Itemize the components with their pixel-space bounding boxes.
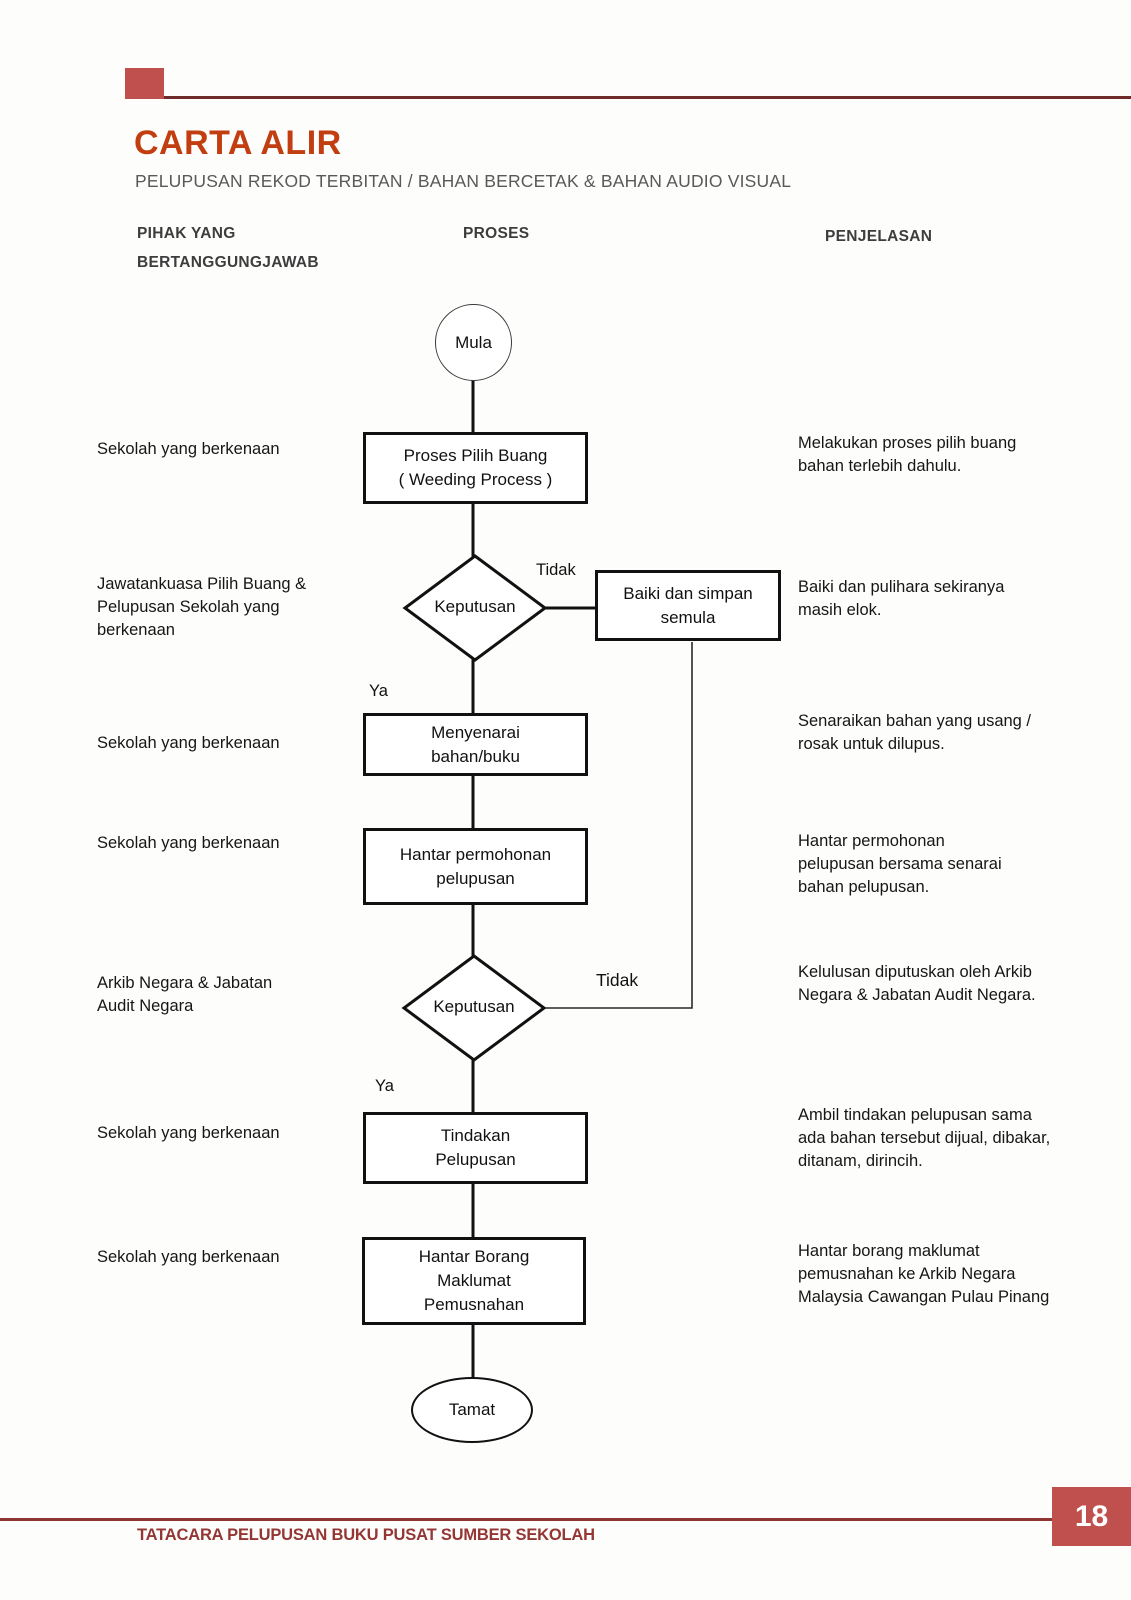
page-subtitle: PELUPUSAN REKOD TERBITAN / BAHAN BERCETA…: [135, 171, 792, 191]
flow-action-box: Tindakan Pelupusan: [363, 1112, 588, 1184]
flow-start-node: Mula: [435, 304, 512, 381]
footer-title: TATACARA PELUPUSAN BUKU PUSAT SUMBER SEK…: [137, 1526, 595, 1544]
column-header-responsible-line1: PIHAK YANG: [137, 225, 236, 242]
responsible-label: Arkib Negara & Jabatan Audit Negara: [97, 974, 273, 1015]
page-title: CARTA ALIR: [134, 124, 342, 162]
flow-decision1-label: Keputusan: [434, 597, 516, 616]
flow-end-node: Tamat: [411, 1377, 533, 1443]
connector-decision2-no-loop-to-repair: [544, 642, 693, 1009]
branch-label-yes-2: Ya: [375, 1077, 394, 1095]
responsible-label: Sekolah yang berkenaan: [97, 1124, 280, 1142]
flow-repair-box: Baiki dan simpan semula: [595, 570, 781, 641]
flow-list-box: Menyenarai bahan/buku: [363, 713, 588, 776]
branch-label-no-2: Tidak: [596, 970, 639, 990]
flow-form-box: Hantar Borang Maklumat Pemusnahan: [362, 1237, 586, 1325]
flow-apply-box: Hantar permohonan pelupusan: [363, 828, 588, 905]
page-number: 18: [1074, 1499, 1109, 1533]
decision1-diamond: [402, 554, 548, 662]
responsible-label: Sekolah yang berkenaan: [97, 1248, 280, 1266]
header-accent-square: [125, 68, 164, 99]
explanation-text: Hantar borang maklumat pemusnahan ke Ark…: [798, 1242, 1050, 1306]
column-header-process: PROSES: [463, 225, 530, 242]
responsible-label: Sekolah yang berkenaan: [97, 440, 280, 458]
responsible-label: Sekolah yang berkenaan: [97, 734, 280, 752]
footer-rule: [0, 1518, 1053, 1521]
decision2-diamond: [401, 954, 547, 1062]
explanation-text: Senaraikan bahan yang usang / rosak untu…: [798, 712, 1032, 753]
branch-label-no-1: Tidak: [536, 561, 576, 579]
flow-decision2-label: Keputusan: [433, 997, 515, 1016]
explanation-text: Kelulusan diputuskan oleh Arkib Negara &…: [798, 963, 1036, 1004]
responsible-label: Sekolah yang berkenaan: [97, 834, 280, 852]
header-rule: [160, 96, 1131, 99]
explanation-text: Baiki dan pulihara sekiranya masih elok.: [798, 578, 1005, 619]
explanation-text: Ambil tindakan pelupusan sama ada bahan …: [798, 1106, 1051, 1170]
branch-label-yes-1: Ya: [369, 682, 388, 700]
column-header-responsible-line2: BERTANGGUNGJAWAB: [137, 254, 319, 271]
flow-weeding-box: Proses Pilih Buang ( Weeding Process ): [363, 432, 588, 504]
responsible-label: Jawatankuasa Pilih Buang & Pelupusan Sek…: [97, 575, 307, 639]
explanation-text: Hantar permohonan pelupusan bersama sena…: [798, 832, 1002, 896]
explanation-text: Melakukan proses pilih buang bahan terle…: [798, 434, 1017, 475]
page-number-badge: 18: [1052, 1487, 1131, 1546]
column-header-explanation: PENJELASAN: [825, 228, 933, 245]
